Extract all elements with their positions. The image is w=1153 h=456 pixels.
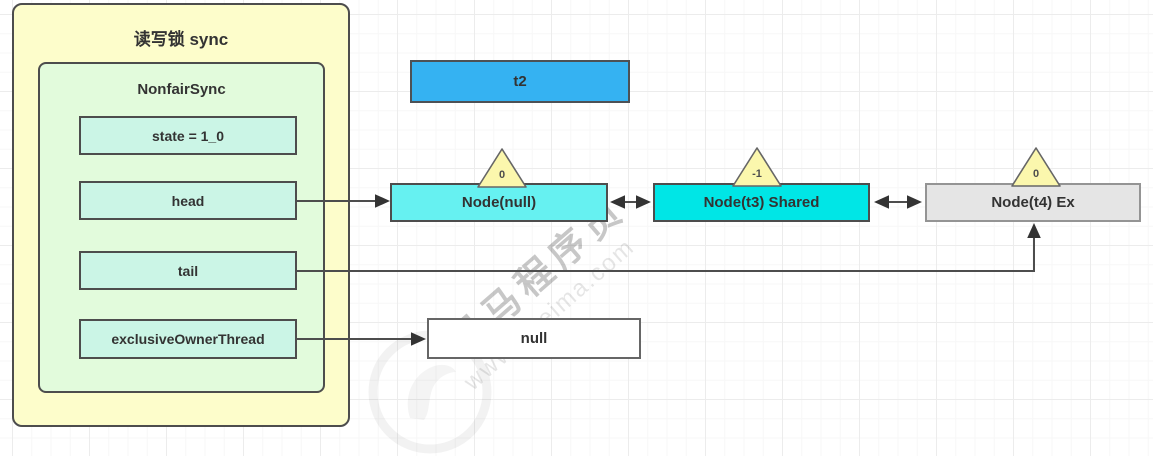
- owner-pointer-arrowhead-icon: [411, 332, 426, 346]
- watermark-url-text: www.itheima.com: [458, 233, 641, 396]
- node-t3-shared-box: Node(t3) Shared: [653, 183, 870, 222]
- field-tail: tail: [79, 251, 297, 290]
- tail-pointer-arrowhead-icon: [1027, 223, 1041, 238]
- tail-pointer-line: [297, 237, 1035, 272]
- nonfairsync-box: NonfairSync state = 1_0 head tail exclus…: [38, 62, 325, 393]
- prev-arrowhead-1-icon: [874, 195, 889, 209]
- head-pointer-arrowhead-icon: [375, 194, 390, 208]
- sync-container-box: 读写锁 sync NonfairSync state = 1_0 head ta…: [12, 3, 350, 427]
- field-state: state = 1_0: [79, 116, 297, 155]
- field-head: head: [79, 181, 297, 220]
- owner-null-box: null: [427, 318, 641, 359]
- waitstatus-triangle-1-icon: [732, 147, 782, 187]
- waitstatus-value-0: 0: [498, 169, 506, 181]
- next-arrowhead-1-icon: [907, 195, 922, 209]
- waitstatus-value-2: 0: [1032, 168, 1040, 180]
- waitstatus-value-1: -1: [752, 168, 762, 180]
- sync-container-title: 读写锁 sync: [133, 30, 229, 49]
- thread-t2-box: t2: [410, 60, 630, 103]
- node-t4-exclusive-box: Node(t4) Ex: [925, 183, 1141, 222]
- prev-arrowhead-0-icon: [610, 195, 625, 209]
- field-exclusive-owner-thread: exclusiveOwnerThread: [79, 319, 297, 359]
- waitstatus-triangle-2-icon: [1011, 147, 1061, 187]
- nonfairsync-title: NonfairSync: [137, 81, 226, 98]
- node-null-box: Node(null): [390, 183, 608, 222]
- next-arrowhead-0-icon: [636, 195, 651, 209]
- waitstatus-triangle-0-icon: [477, 148, 527, 188]
